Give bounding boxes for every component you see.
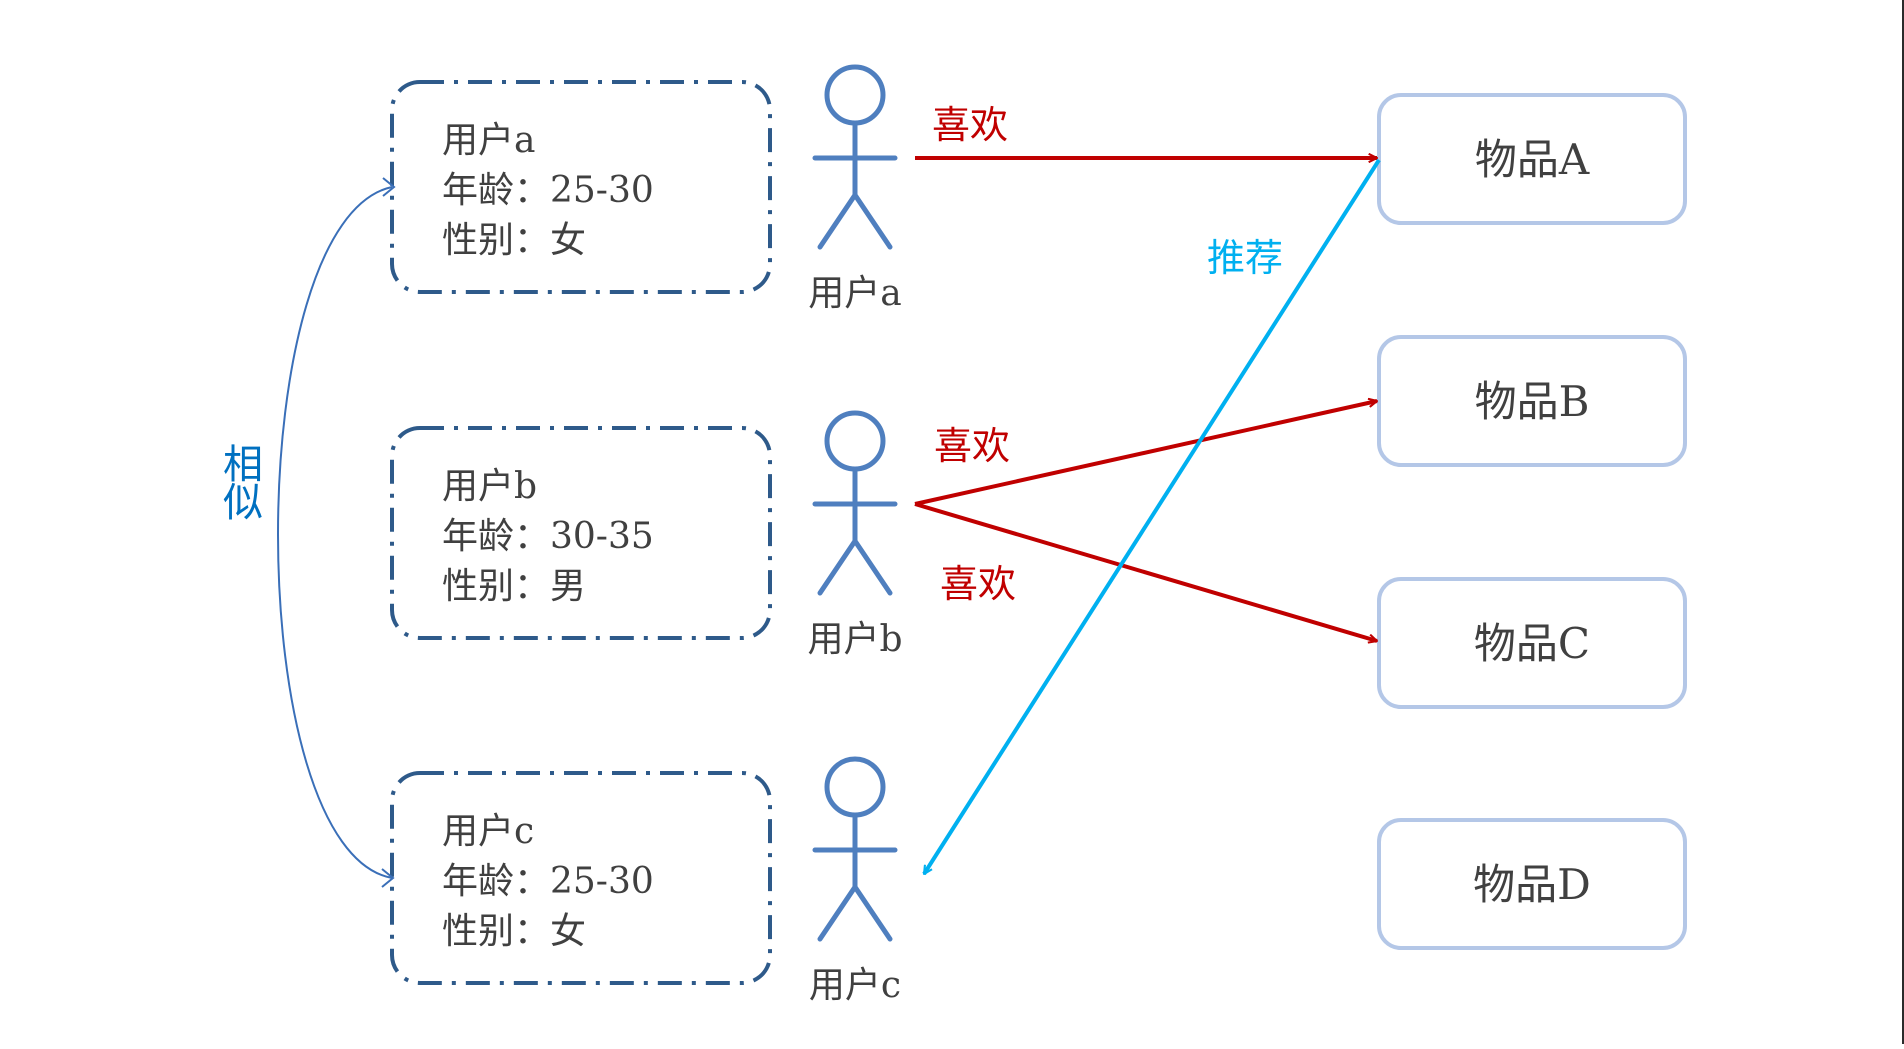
profile-age: 年龄：30-35 — [442, 516, 654, 557]
recommend-label: 推荐 — [1207, 236, 1283, 280]
actor-label-b: 用户b — [807, 619, 902, 660]
like-label-b-B: 喜欢 — [934, 424, 1010, 468]
actor-label-c: 用户c — [809, 965, 901, 1006]
item-label: 物品A — [1475, 135, 1590, 184]
like-arrow-b-to-B — [914, 401, 1377, 506]
item-D: 物品D — [1377, 818, 1687, 950]
profile-gender: 性别：男 — [442, 566, 586, 607]
actor-head-icon — [824, 64, 886, 126]
profile-box-border — [390, 771, 772, 985]
right-edge-divider — [1902, 0, 1904, 1044]
user-profile-a: 用户a 年龄：25-30 性别：女 — [390, 80, 772, 294]
like-label-b-C: 喜欢 — [940, 562, 1016, 606]
profile-title: 用户c — [442, 811, 534, 852]
like-label-a: 喜欢 — [932, 103, 1008, 147]
profile-title: 用户b — [442, 466, 537, 507]
recommend-arrow-A-to-c — [922, 158, 1381, 874]
item-box-border — [1377, 93, 1687, 225]
item-label: 物品B — [1475, 377, 1590, 426]
similarity-arrowhead-top-icon — [382, 177, 396, 197]
like-arrow-b-to-C — [914, 502, 1377, 641]
actor-b — [812, 410, 898, 596]
similarity-arc — [277, 186, 393, 879]
user-profile-b: 用户b 年龄：30-35 性别：男 — [390, 426, 772, 640]
profile-age: 年龄：25-30 — [442, 170, 654, 211]
actor-label-a: 用户a — [808, 273, 901, 314]
similarity-label-line1: 相 — [223, 442, 263, 488]
profile-box-border — [390, 426, 772, 640]
actor-head-icon — [824, 410, 886, 472]
actor-c — [812, 756, 898, 942]
item-box-border — [1377, 335, 1687, 467]
profile-gender: 性别：女 — [442, 911, 586, 952]
profile-box-border — [390, 80, 772, 294]
actor-head-icon — [824, 756, 886, 818]
actor-a — [812, 64, 898, 250]
item-C: 物品C — [1377, 577, 1687, 709]
profile-gender: 性别：女 — [442, 220, 586, 261]
item-label: 物品C — [1474, 619, 1590, 668]
similarity-arrowhead-bottom-icon — [381, 868, 395, 888]
item-B: 物品B — [1377, 335, 1687, 467]
profile-title: 用户a — [442, 120, 535, 161]
item-A: 物品A — [1377, 93, 1687, 225]
user-profile-c: 用户c 年龄：25-30 性别：女 — [390, 771, 772, 985]
item-box-border — [1377, 818, 1687, 950]
similarity-label-line2: 似 — [223, 480, 263, 526]
item-label: 物品D — [1473, 860, 1591, 909]
profile-age: 年龄：25-30 — [442, 861, 654, 902]
